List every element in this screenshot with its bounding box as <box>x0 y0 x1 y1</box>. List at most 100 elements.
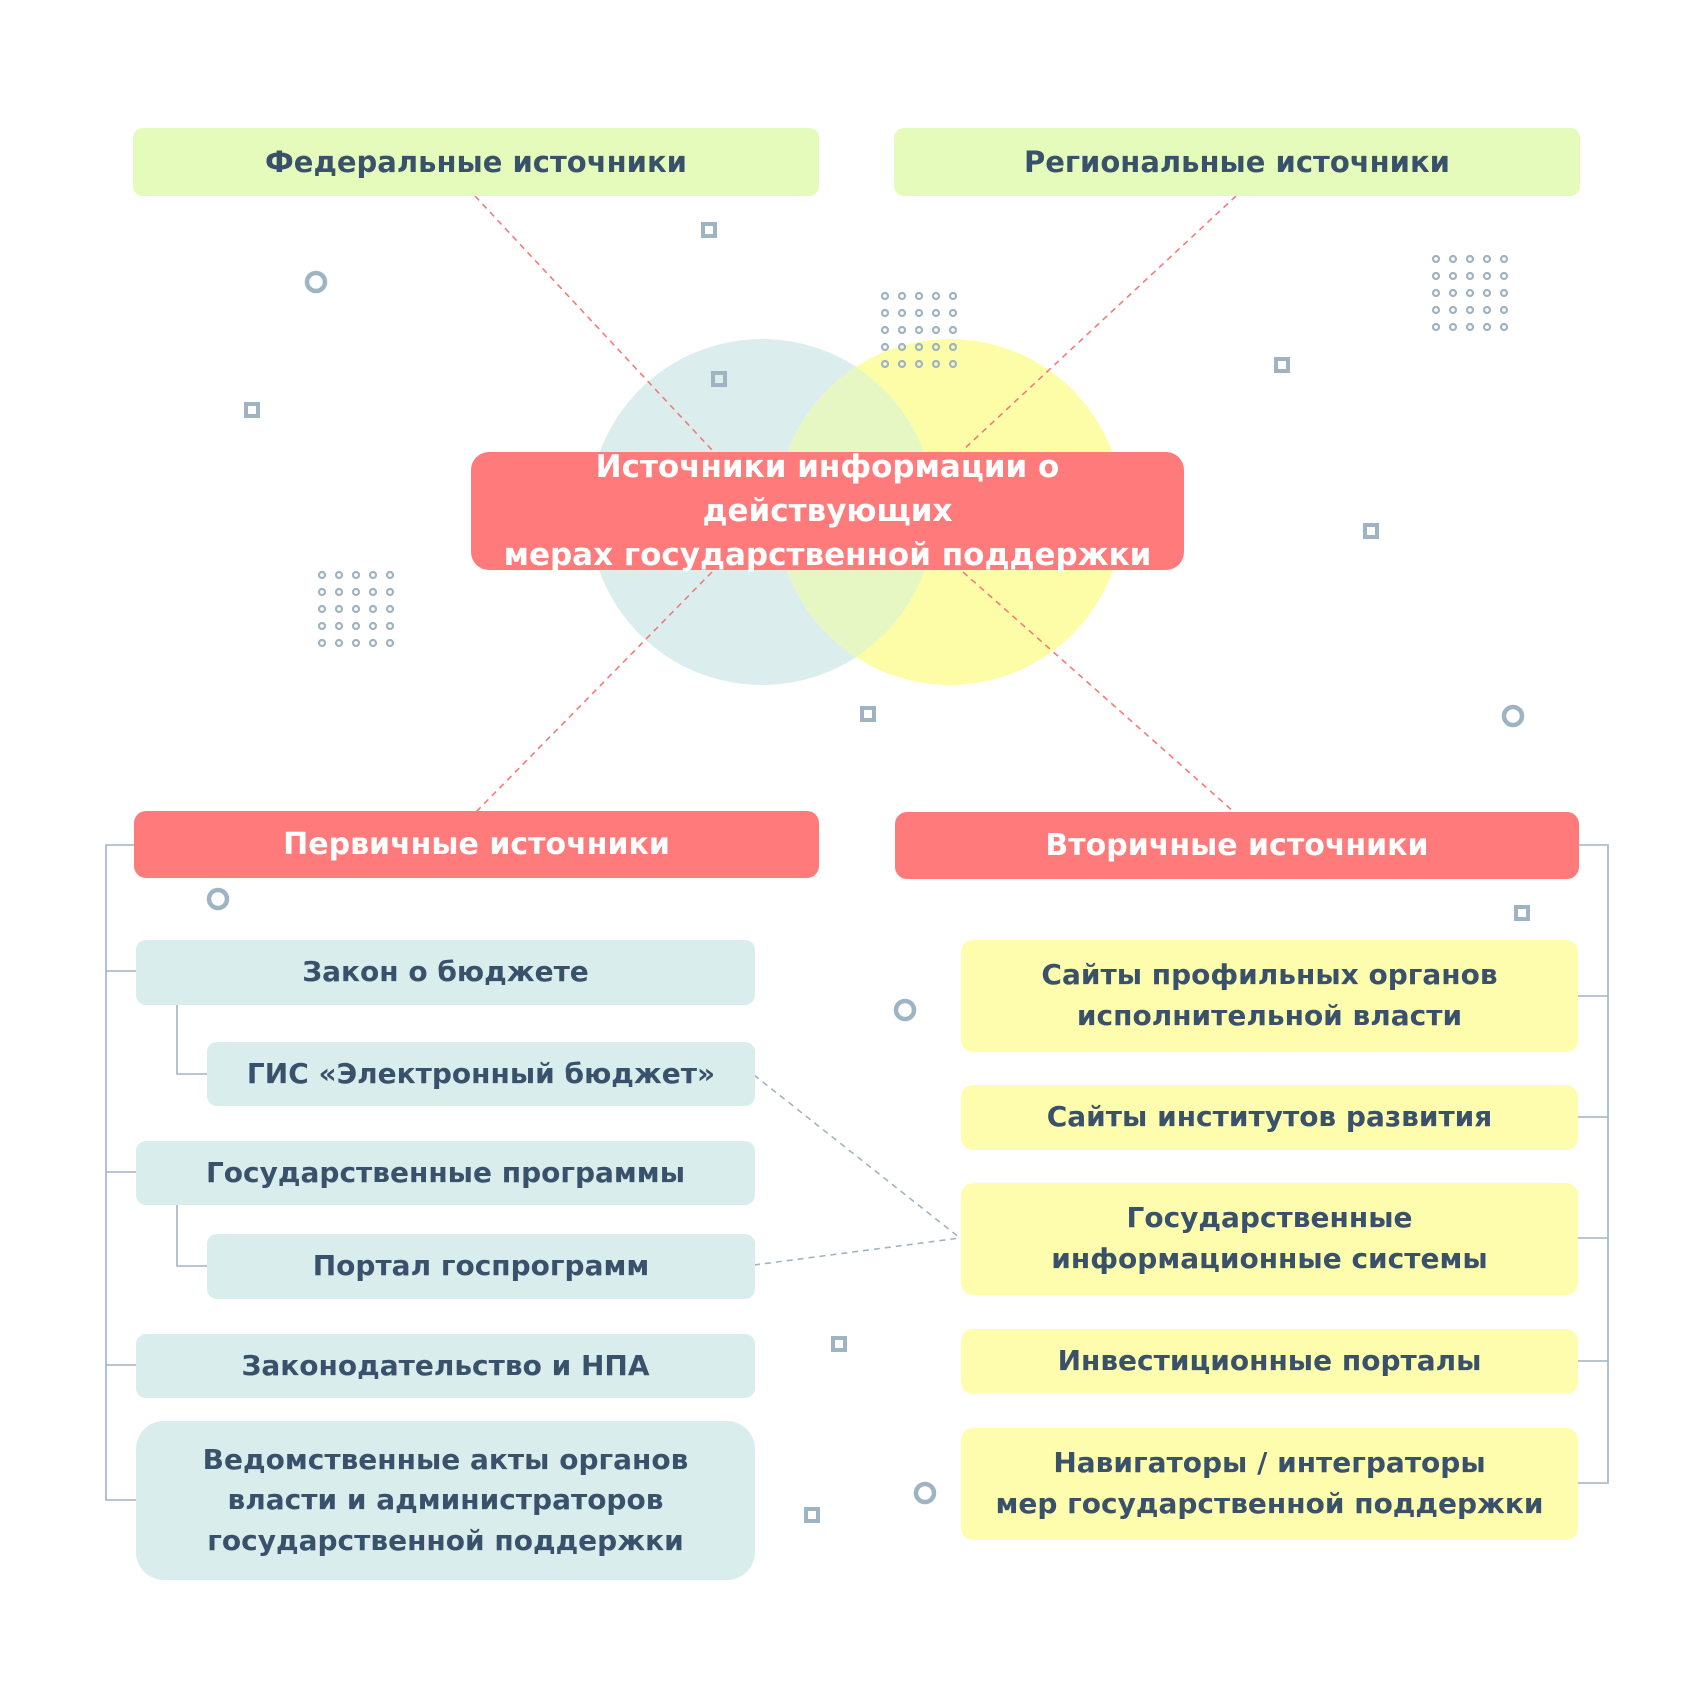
dot-grid-dot <box>351 621 361 631</box>
square-icon <box>1514 905 1530 921</box>
dot-grid-dot <box>317 570 327 580</box>
dashed-line-portal-gis <box>753 1237 961 1266</box>
dot-grid-dot <box>385 621 395 631</box>
sub-connector-ebudget <box>176 1004 207 1075</box>
dot-grid-dot <box>1448 305 1458 315</box>
dashed-line-regional <box>962 195 1237 451</box>
dot-grid-dot <box>948 342 958 352</box>
dot-grid-dot <box>351 587 361 597</box>
dot-grid-dot <box>334 587 344 597</box>
sub-connector-portal <box>176 1204 207 1267</box>
dot-grid-dot <box>1499 254 1509 264</box>
federal-sources-label: Федеральные источники <box>265 144 687 179</box>
dot-grid-dot <box>1499 322 1509 332</box>
primary-item-departmental-acts: Ведомственные акты органов власти и адми… <box>136 1421 755 1580</box>
dot-grid-dot <box>914 308 924 318</box>
dot-grid-dot <box>1431 305 1441 315</box>
square-icon <box>1274 357 1290 373</box>
secondary-sources-label: Вторичные источники <box>1045 827 1429 863</box>
dot-grid-dot <box>914 291 924 301</box>
secondary-item-ministries: Сайты профильных органов исполнительной … <box>961 940 1578 1052</box>
square-icon <box>804 1507 820 1523</box>
primary-item-ebudget: ГИС «Электронный бюджет» <box>207 1042 755 1106</box>
regional-sources-label: Региональные источники <box>1023 144 1451 179</box>
dot-grid-dot <box>914 325 924 335</box>
federal-sources-box: Федеральные источники <box>133 128 819 196</box>
dot-grid-dot <box>317 621 327 631</box>
ring-icon <box>206 887 230 911</box>
square-icon <box>1363 523 1379 539</box>
dot-grid-dot <box>1431 271 1441 281</box>
dot-grid-dot <box>385 604 395 614</box>
dot-grid-dot <box>368 570 378 580</box>
dot-grid-dot <box>1482 288 1492 298</box>
dot-grid-dot <box>1482 254 1492 264</box>
square-icon <box>701 222 717 238</box>
dot-grid-dot <box>1431 288 1441 298</box>
dot-grid-dot <box>1431 322 1441 332</box>
dot-grid-dot <box>948 325 958 335</box>
dashed-line-ebudget-gis <box>753 1074 961 1239</box>
dot-grid-dot <box>317 638 327 648</box>
primary-item-portal: Портал госпрограмм <box>207 1234 755 1299</box>
secondary-item-navigators: Навигаторы / интеграторы мер государстве… <box>961 1428 1578 1540</box>
dot-grid-dot <box>897 359 907 369</box>
dot-grid-dot <box>1448 322 1458 332</box>
dot-grid-dot <box>897 308 907 318</box>
secondary-item-label: Инвестиционные порталы <box>1057 1344 1482 1378</box>
secondary-item-label: Государственные информационные системы <box>1051 1201 1488 1275</box>
dot-grid-dot <box>897 342 907 352</box>
dot-grid-dot <box>368 604 378 614</box>
dashed-line-secondary <box>962 571 1235 813</box>
dot-grid-dot <box>1465 305 1475 315</box>
regional-sources-box: Региональные источники <box>894 128 1580 196</box>
dot-grid-dot <box>385 638 395 648</box>
primary-item-label: Портал госпрограмм <box>312 1249 650 1283</box>
dot-grid-dot <box>385 570 395 580</box>
ring-icon <box>1501 704 1525 728</box>
dot-grid-dot <box>351 570 361 580</box>
dot-grid-dot <box>1465 254 1475 264</box>
dot-grid-dot <box>317 604 327 614</box>
dot-grid-dot <box>1482 322 1492 332</box>
square-icon <box>831 1336 847 1352</box>
primary-item-label: Закон о бюджете <box>302 955 589 989</box>
dot-grid-dot <box>897 291 907 301</box>
dot-grid-dot <box>368 587 378 597</box>
dashed-line-federal <box>474 195 713 451</box>
square-icon <box>711 371 727 387</box>
dot-grid-dot <box>914 359 924 369</box>
dot-grid-dot <box>317 587 327 597</box>
dot-grid-dot <box>334 638 344 648</box>
dot-grid-dot <box>334 621 344 631</box>
primary-sources-label: Первичные источники <box>283 826 670 862</box>
primary-item-label: Законодательство и НПА <box>241 1348 650 1382</box>
secondary-item-gis: Государственные информационные системы <box>961 1183 1578 1295</box>
secondary-item-label: Сайты институтов развития <box>1046 1100 1493 1134</box>
dot-grid-dot <box>931 342 941 352</box>
dot-grid-dot <box>914 342 924 352</box>
dot-grid-dot <box>351 604 361 614</box>
dot-grid-dot <box>1499 288 1509 298</box>
dot-grid-dot <box>880 359 890 369</box>
dot-grid-dot <box>1465 322 1475 332</box>
secondary-item-label: Сайты профильных органов исполнительной … <box>1041 958 1498 1032</box>
dot-grid-dot <box>948 308 958 318</box>
dot-grids <box>317 254 1509 648</box>
primary-item-label: Ведомственные акты органов власти и адми… <box>202 1442 689 1557</box>
dashed-line-primary <box>475 571 713 813</box>
center-title-box: Источники информации о действующих мерах… <box>471 449 1184 573</box>
right-bracket <box>1578 844 1609 1484</box>
primary-item-label: ГИС «Электронный бюджет» <box>246 1056 716 1090</box>
dot-grid-dot <box>931 359 941 369</box>
dot-grid-dot <box>1431 254 1441 264</box>
dot-grid-dot <box>385 587 395 597</box>
secondary-item-institutes: Сайты институтов развития <box>961 1085 1578 1150</box>
dot-grid-dot <box>880 325 890 335</box>
secondary-item-label: Навигаторы / интеграторы мер государстве… <box>995 1446 1544 1520</box>
dot-grid-dot <box>880 308 890 318</box>
secondary-sources-box: Вторичные источники <box>895 812 1579 879</box>
dot-grid-dot <box>1499 271 1509 281</box>
dot-grid-dot <box>351 638 361 648</box>
